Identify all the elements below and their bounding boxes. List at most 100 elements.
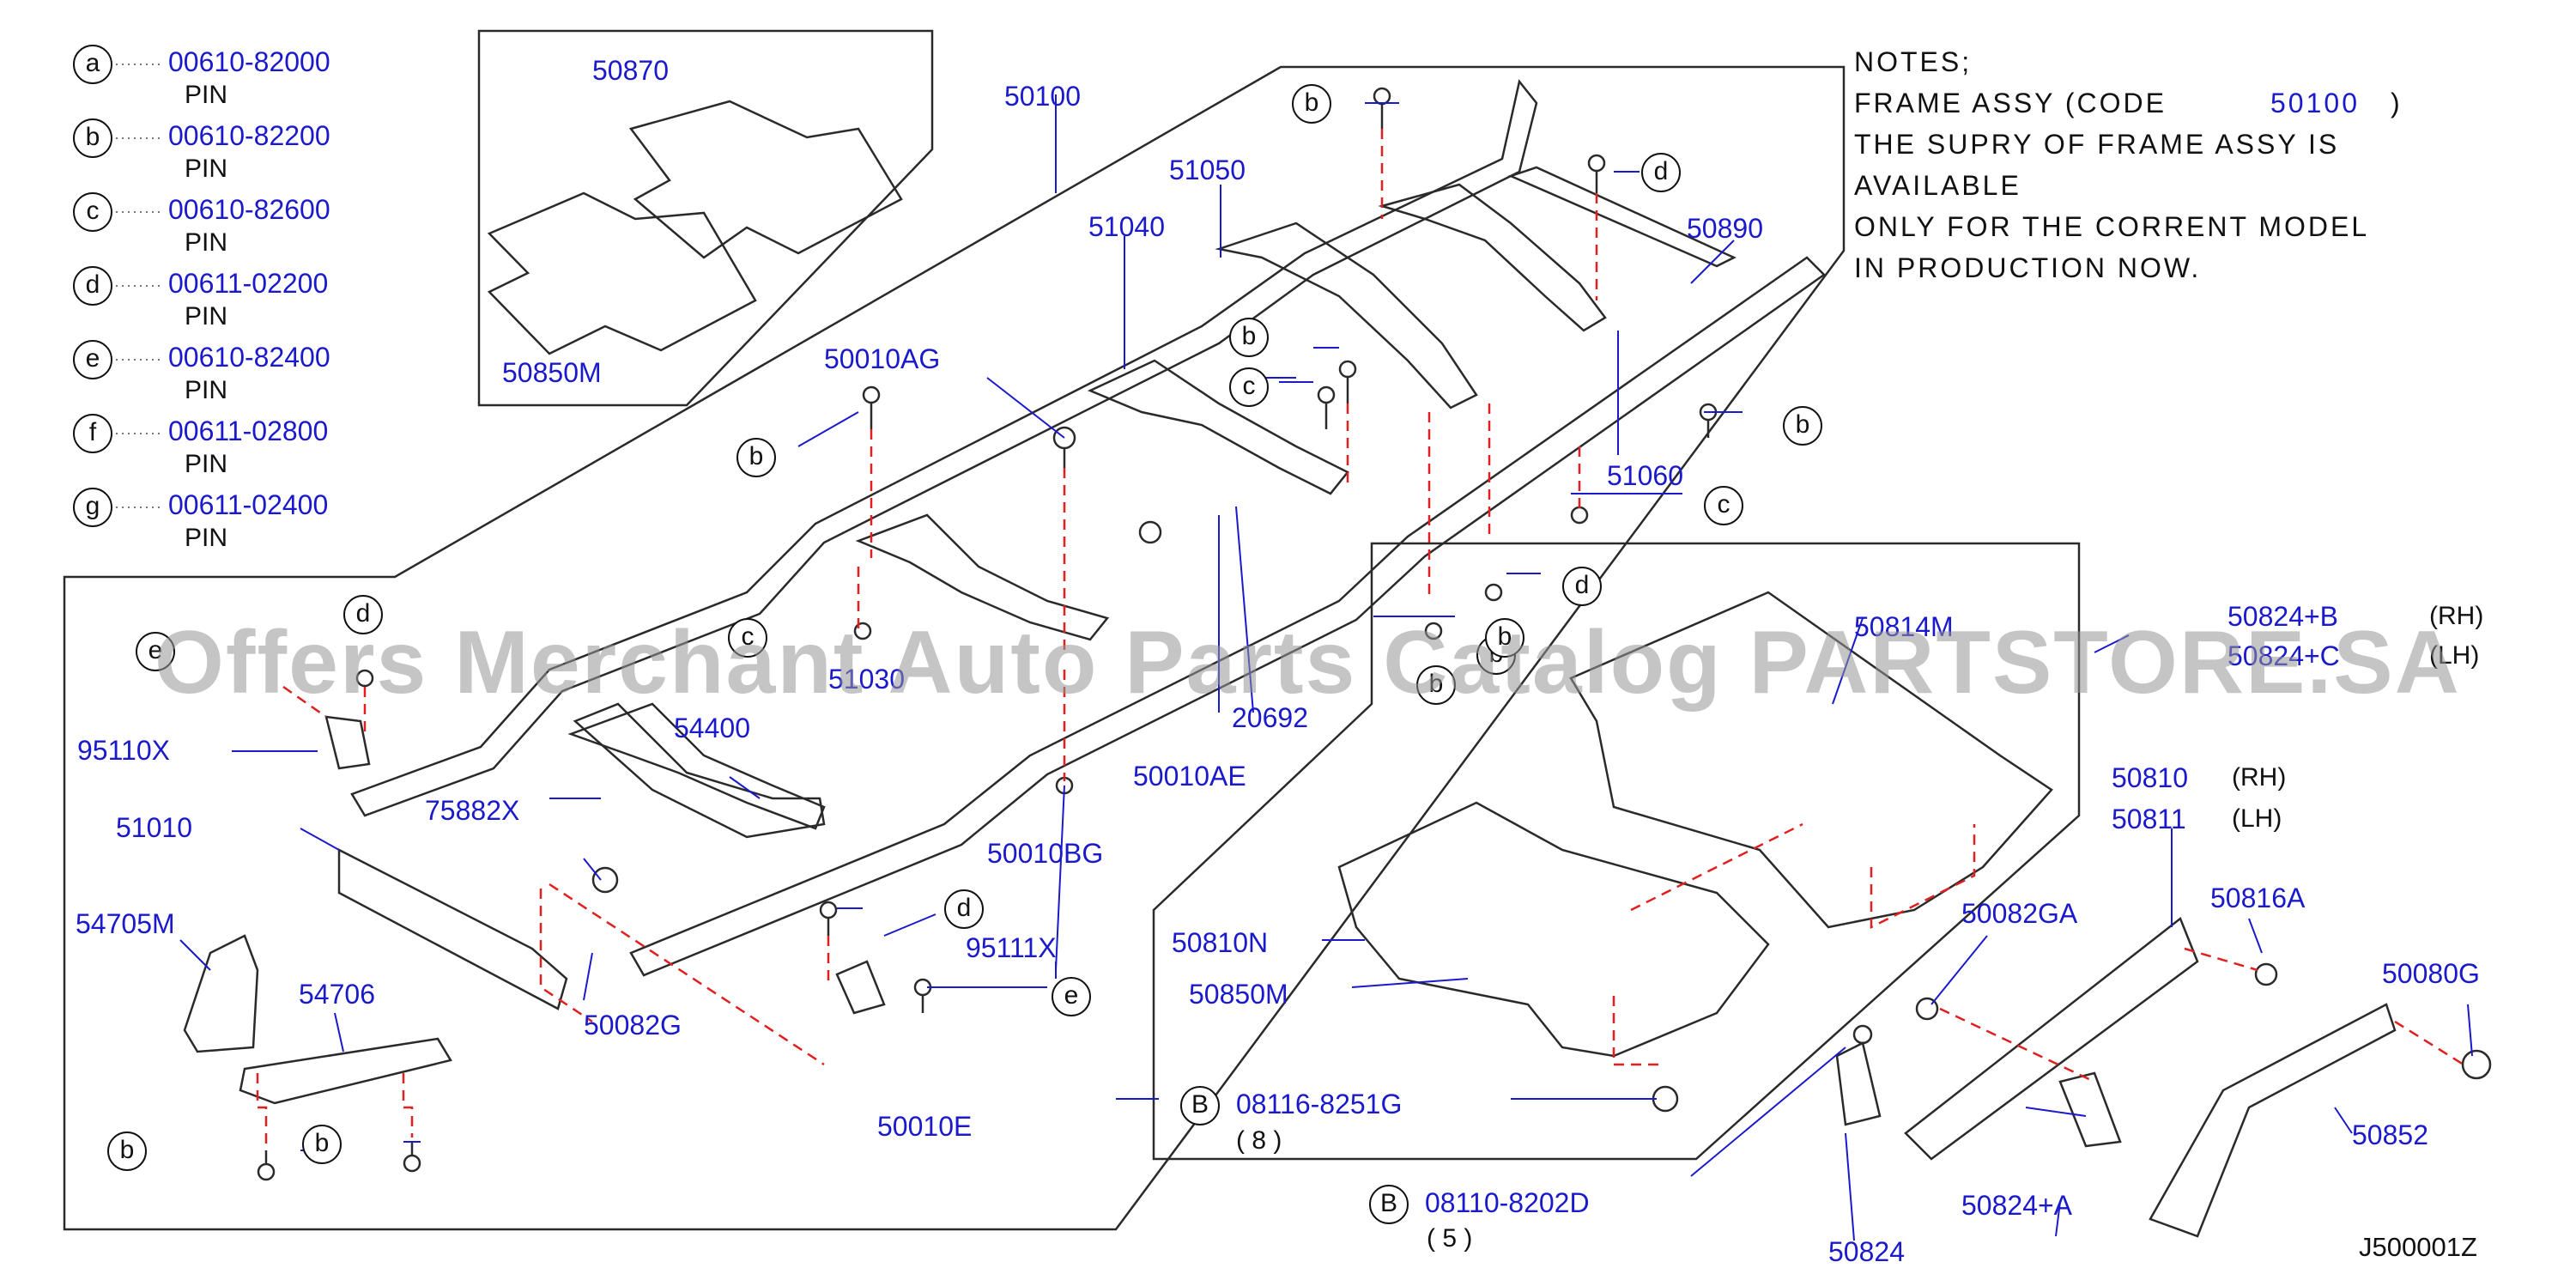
callout-d-3: d — [343, 595, 383, 634]
legend-letter-g: g — [73, 488, 112, 527]
cross-member-3 — [1087, 359, 1349, 495]
floor-inset-box — [1152, 542, 2081, 1161]
label-51010: 51010 — [116, 812, 192, 843]
cross-member-2 — [855, 513, 1110, 641]
callout-b-9: b — [302, 1125, 342, 1164]
legend-letter-d: d — [73, 266, 112, 306]
label-50814M: 50814M — [1854, 611, 1954, 642]
legend-letter-e: e — [73, 340, 112, 379]
callout-c-2: c — [1704, 486, 1743, 525]
bracket-54705M — [183, 934, 259, 1053]
legend-part-g: 00611-02400 — [168, 489, 329, 520]
notes-line-2a: FRAME ASSY (CODE — [1854, 88, 2167, 118]
notes-line-4: AVAILABLE — [1854, 170, 2021, 201]
label-08116-qty: ( 8 ) — [1236, 1126, 1282, 1155]
frame-rail-left — [350, 79, 1538, 817]
legend-part-b: 00610-82200 — [168, 120, 330, 151]
label-50811: 50811 — [2112, 804, 2186, 834]
label-50890: 50890 — [1687, 213, 1763, 244]
notes-line-5: ONLY FOR THE CORRENT MODEL — [1854, 211, 2370, 242]
callout-B-2: B — [1369, 1185, 1409, 1224]
diagram-code: J500001Z — [2359, 1232, 2477, 1262]
callout-d-1: d — [1641, 153, 1681, 192]
notes-line-1: NOTES; — [1854, 46, 1973, 77]
floor-mat-rear — [487, 191, 757, 355]
callout-e-1: e — [136, 632, 175, 671]
label-50850M-lower: 50850M — [1189, 979, 1288, 1010]
callout-b-6: b — [1416, 665, 1456, 705]
label-20692: 20692 — [1232, 702, 1308, 733]
frame-inset-box — [63, 65, 1846, 1231]
label-50824B: 50824+B — [2227, 601, 2339, 632]
label-50811-side: (LH) — [2232, 804, 2282, 833]
floor-mat-front — [628, 100, 903, 259]
label-50010BG: 50010BG — [987, 838, 1104, 869]
mount-95110X — [324, 715, 371, 770]
label-50824C: 50824+C — [2227, 640, 2340, 671]
bracket-50824 — [1835, 1041, 1882, 1126]
label-51060: 51060 — [1607, 460, 1683, 491]
label-08110-qty: ( 5 ) — [1427, 1224, 1473, 1253]
legend-letter-b: b — [73, 118, 112, 158]
label-51030: 51030 — [828, 664, 905, 695]
legend-desc-a: PIN — [185, 81, 228, 109]
notes-frame-code: 50100 — [2270, 88, 2360, 118]
callout-c-1: c — [1229, 367, 1269, 407]
callout-b-1: b — [1292, 84, 1331, 124]
callout-b-4: b — [1783, 406, 1822, 446]
callout-e-2: e — [1052, 977, 1091, 1016]
label-50824C-side: (LH) — [2429, 641, 2480, 670]
legend-part-d: 00611-02200 — [168, 268, 329, 299]
bracket-54706 — [239, 1037, 452, 1105]
label-75882X: 75882X — [425, 795, 520, 826]
legend-part-f: 00611-02800 — [168, 416, 329, 446]
label-08110-8202D: 08110-8202D — [1425, 1187, 1590, 1218]
cross-member-1 — [567, 702, 826, 830]
floor-pan-50810N — [1337, 801, 1770, 1058]
side-rail-50810 — [1904, 916, 2199, 1161]
side-rail-50852 — [2149, 1003, 2397, 1238]
legend-desc-b: PIN — [185, 155, 228, 183]
legend-desc-c: PIN — [185, 228, 228, 257]
legend-part-a: 00610-82000 — [168, 46, 330, 77]
callout-b-3: b — [736, 438, 776, 477]
callout-B-1: B — [1180, 1086, 1220, 1125]
mat-inset-box — [477, 29, 934, 407]
label-50810: 50810 — [2112, 762, 2188, 793]
label-50852: 50852 — [2352, 1119, 2428, 1150]
legend-desc-e: PIN — [185, 376, 228, 404]
label-50010E: 50010E — [877, 1111, 973, 1142]
floor-pan-50814M — [1569, 591, 2053, 929]
watermark: Offers Merchant Auto Parts Catalog PARTS… — [155, 613, 2461, 713]
notes-line-3: THE SUPRY OF FRAME ASSY IS — [1854, 129, 2340, 160]
callout-c-3: c — [728, 618, 767, 658]
mount-95111X — [835, 960, 886, 1015]
label-50850M-top: 50850M — [502, 357, 602, 388]
callout-b-2: b — [1229, 318, 1269, 357]
label-95110X: 95110X — [77, 735, 170, 766]
label-95111X: 95111X — [966, 932, 1057, 963]
label-50816A: 50816A — [2210, 883, 2306, 913]
frame-rail-right — [629, 256, 1826, 977]
front-crossmember — [337, 847, 568, 1010]
callout-d-4: d — [944, 889, 984, 929]
label-54400: 54400 — [674, 713, 750, 743]
label-54706: 54706 — [299, 979, 375, 1010]
callout-d-2: d — [1562, 567, 1602, 606]
label-50810-side: (RH) — [2232, 763, 2287, 792]
legend-part-e: 00610-82400 — [168, 342, 330, 373]
cross-member-4 — [1215, 221, 1478, 410]
legend-desc-g: PIN — [185, 524, 228, 552]
cross-member-5 — [1378, 183, 1607, 332]
legend-letter-c: c — [73, 192, 112, 232]
rear-cross-bar — [1507, 166, 1737, 268]
label-50100: 50100 — [1004, 81, 1081, 112]
label-50082GA: 50082GA — [1961, 898, 2078, 929]
label-51040: 51040 — [1088, 211, 1165, 242]
legend-desc-f: PIN — [185, 450, 228, 478]
label-54705M: 54705M — [76, 908, 175, 939]
label-50870: 50870 — [592, 55, 669, 86]
legend-desc-d: PIN — [185, 302, 228, 331]
